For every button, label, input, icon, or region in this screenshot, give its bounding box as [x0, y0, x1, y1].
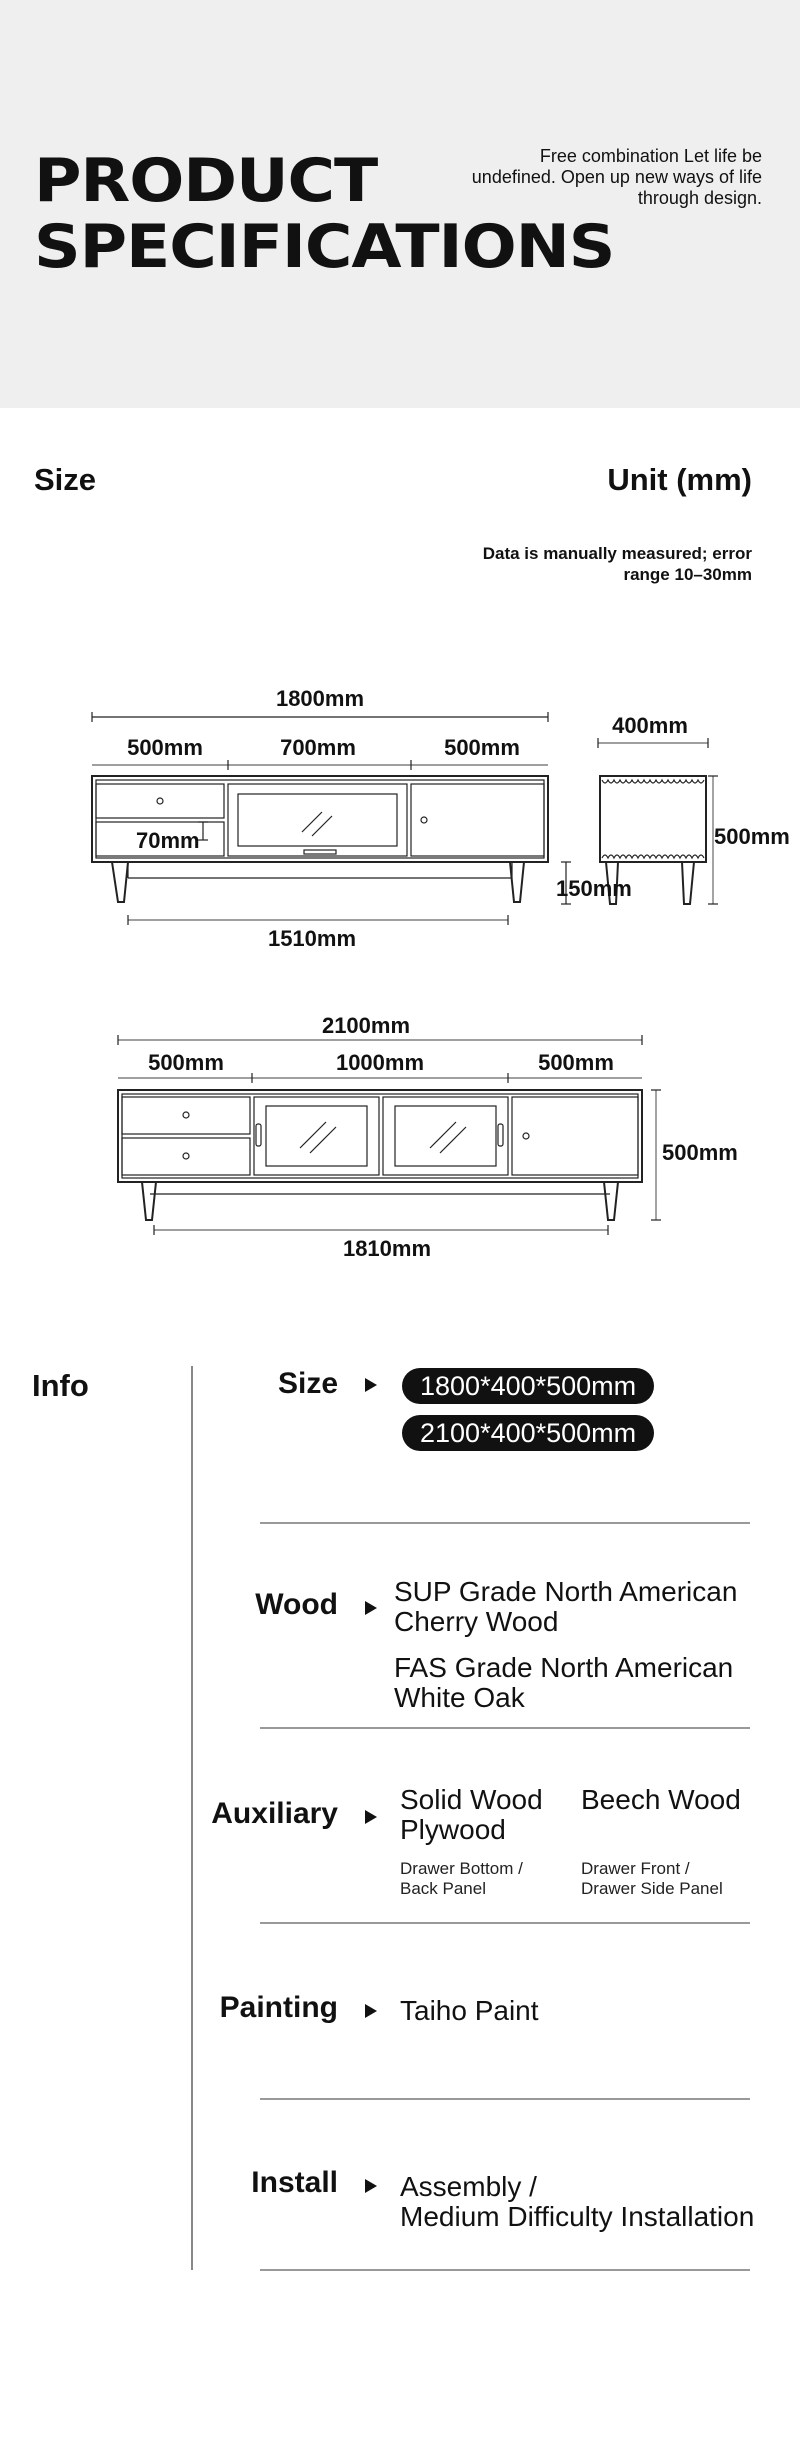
- info-size-label: Size: [277, 1367, 338, 1400]
- wood-option-2-line1: FAS Grade North American: [394, 1652, 734, 1683]
- dim1-left: 500mm: [127, 735, 203, 760]
- auxiliary-material-a-line1: Solid Wood: [400, 1784, 543, 1815]
- wood-option-1-line2: Cherry Wood: [394, 1606, 559, 1637]
- auxiliary-material-a-line2: Plywood: [400, 1814, 506, 1845]
- dimension-drawings: 1800mm 500mm 700mm 500mm 70mm 1510mm 400…: [91, 686, 790, 1261]
- header-banner: PRODUCT SPECIFICATIONS Free combination …: [0, 0, 800, 408]
- info-heading: Info: [32, 1368, 89, 1403]
- arrow-right-icon: [365, 1378, 377, 1392]
- page-title-line2: SPECIFICATIONS: [34, 212, 615, 282]
- dim1-depth: 400mm: [612, 713, 688, 738]
- dim1-drawer: 70mm: [136, 828, 200, 853]
- arrow-right-icon: [365, 2179, 377, 2193]
- size-option-badge: 1800*400*500mm: [402, 1368, 655, 1404]
- divider: [260, 1522, 750, 1524]
- auxiliary-usage-a-line2: Back Panel: [400, 1879, 486, 1898]
- divider: [260, 2269, 750, 2271]
- auxiliary-usage-b-line2: Drawer Side Panel: [581, 1879, 723, 1898]
- dim1-leg: 150mm: [556, 876, 632, 901]
- painting-value: Taiho Paint: [400, 1995, 539, 2026]
- install-value-line1: Assembly /: [400, 2171, 537, 2202]
- dim1-right: 500mm: [444, 735, 520, 760]
- wood-option-2-line2: White Oak: [394, 1682, 525, 1713]
- dim2-inner: 1810mm: [343, 1236, 431, 1261]
- divider: [260, 2098, 750, 2100]
- auxiliary-material-b: Beech Wood: [581, 1784, 741, 1815]
- arrow-right-icon: [365, 1810, 377, 1824]
- dim2-height: 500mm: [662, 1140, 738, 1165]
- info-wood-label: Wood: [255, 1588, 338, 1621]
- auxiliary-usage-b-line1: Drawer Front /: [581, 1859, 690, 1878]
- info-painting-label: Painting: [219, 1991, 338, 2024]
- tagline: Free combination Let life be undefined. …: [471, 146, 762, 208]
- dim1-middle: 700mm: [280, 735, 356, 760]
- page-title-line1: PRODUCT: [34, 146, 378, 216]
- dim1-inner: 1510mm: [268, 926, 356, 951]
- arrow-right-icon: [365, 2004, 377, 2018]
- divider: [260, 1727, 750, 1729]
- wood-option-1-line1: SUP Grade North American: [394, 1576, 738, 1607]
- info-auxiliary-label: Auxiliary: [211, 1797, 338, 1830]
- dim2-middle: 1000mm: [336, 1050, 424, 1075]
- dim1-total: 1800mm: [276, 686, 364, 711]
- page-title: PRODUCT SPECIFICATIONS: [34, 146, 615, 282]
- dim2-total: 2100mm: [322, 1013, 410, 1038]
- auxiliary-usage-a-line1: Drawer Bottom /: [400, 1859, 523, 1878]
- info-divider-vertical: [191, 1366, 193, 2270]
- arrow-right-icon: [365, 1601, 377, 1615]
- measurement-note: Data is manually measured; error range 1…: [482, 544, 752, 584]
- dim2-left: 500mm: [148, 1050, 224, 1075]
- size-heading: Size: [34, 462, 97, 497]
- dim2-right: 500mm: [538, 1050, 614, 1075]
- size-option-badge: 2100*400*500mm: [402, 1415, 655, 1451]
- divider: [260, 1922, 750, 1924]
- unit-heading: Unit (mm): [607, 462, 752, 497]
- install-value-line2: Medium Difficulty Installation: [400, 2201, 755, 2232]
- dim1-height: 500mm: [714, 824, 790, 849]
- info-install-label: Install: [251, 2166, 338, 2199]
